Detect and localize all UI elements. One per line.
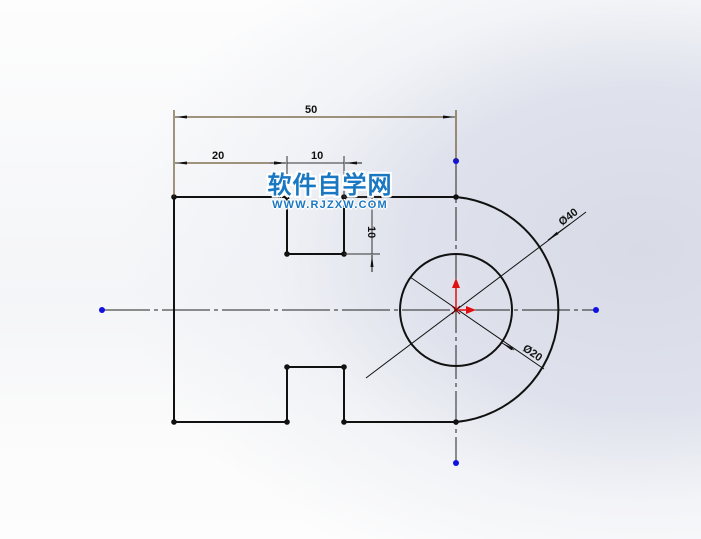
- dim-slot-depth: 10: [344, 196, 380, 272]
- dim-slot-offset: 20: [175, 150, 286, 165]
- dim-50-text[interactable]: 50: [305, 104, 317, 116]
- dimensions[interactable]: 50 20 10 10 Ø40: [173, 104, 587, 379]
- dim-10-text[interactable]: 10: [311, 150, 323, 162]
- upper-slot: [286, 197, 345, 255]
- dim-slot-width: 10: [270, 150, 362, 197]
- dim-hole-diameter: Ø20: [409, 276, 545, 370]
- endpoint-left: [99, 307, 105, 313]
- dim-overall-width: 50: [173, 104, 457, 197]
- outer-arc: [455, 196, 560, 423]
- dim-20-text[interactable]: 20: [212, 150, 224, 162]
- inner-hole-circle: [399, 253, 513, 367]
- centerlines: [102, 161, 596, 463]
- lower-slot: [286, 366, 345, 422]
- dim-outer-diameter: Ø40: [365, 206, 587, 379]
- endpoint-right: [593, 307, 599, 313]
- endpoint-bottom: [453, 460, 459, 466]
- dim-10-vertical-text[interactable]: 10: [365, 226, 377, 238]
- origin-icon: [451, 278, 476, 315]
- part-profile[interactable]: [173, 196, 560, 423]
